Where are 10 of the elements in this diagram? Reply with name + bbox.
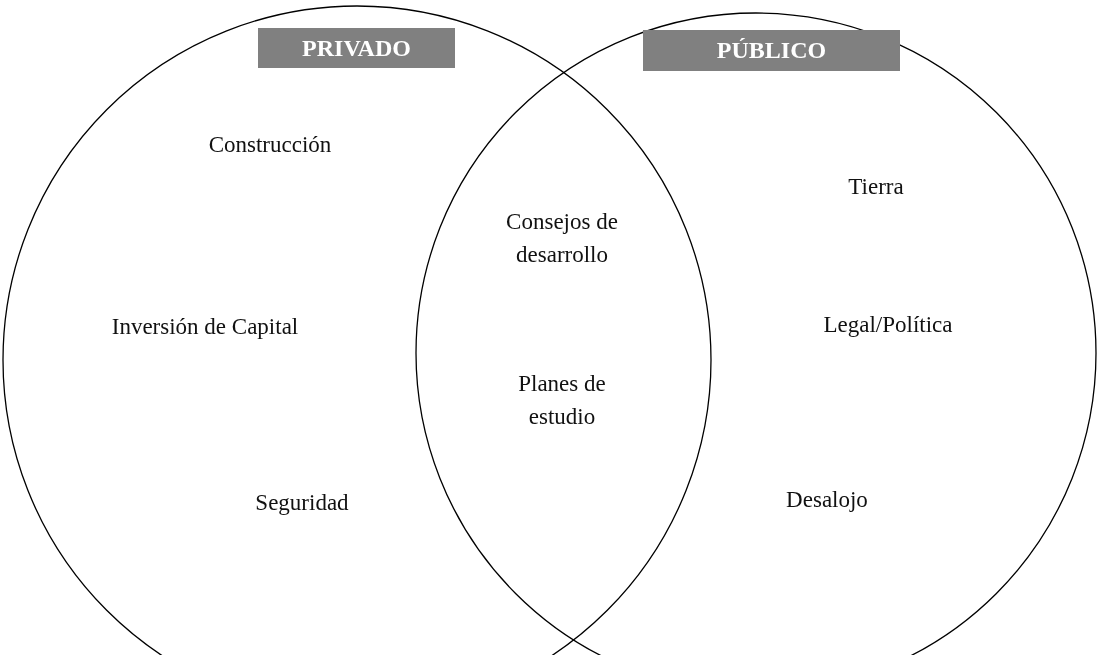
- item-label: Inversión de Capital: [111, 313, 299, 342]
- item-label: Legal/Política: [823, 311, 953, 340]
- item-label: Desalojo: [786, 486, 868, 515]
- item-label: Seguridad: [255, 489, 349, 518]
- item-label: Construcción: [208, 131, 332, 160]
- item-label: Tierra: [848, 173, 904, 202]
- heading-label: PRIVADO: [258, 28, 455, 68]
- item-label: Planes de estudio: [517, 369, 607, 431]
- item-label: Consejos de desarrollo: [505, 207, 619, 269]
- heading-label: PÚBLICO: [643, 30, 900, 71]
